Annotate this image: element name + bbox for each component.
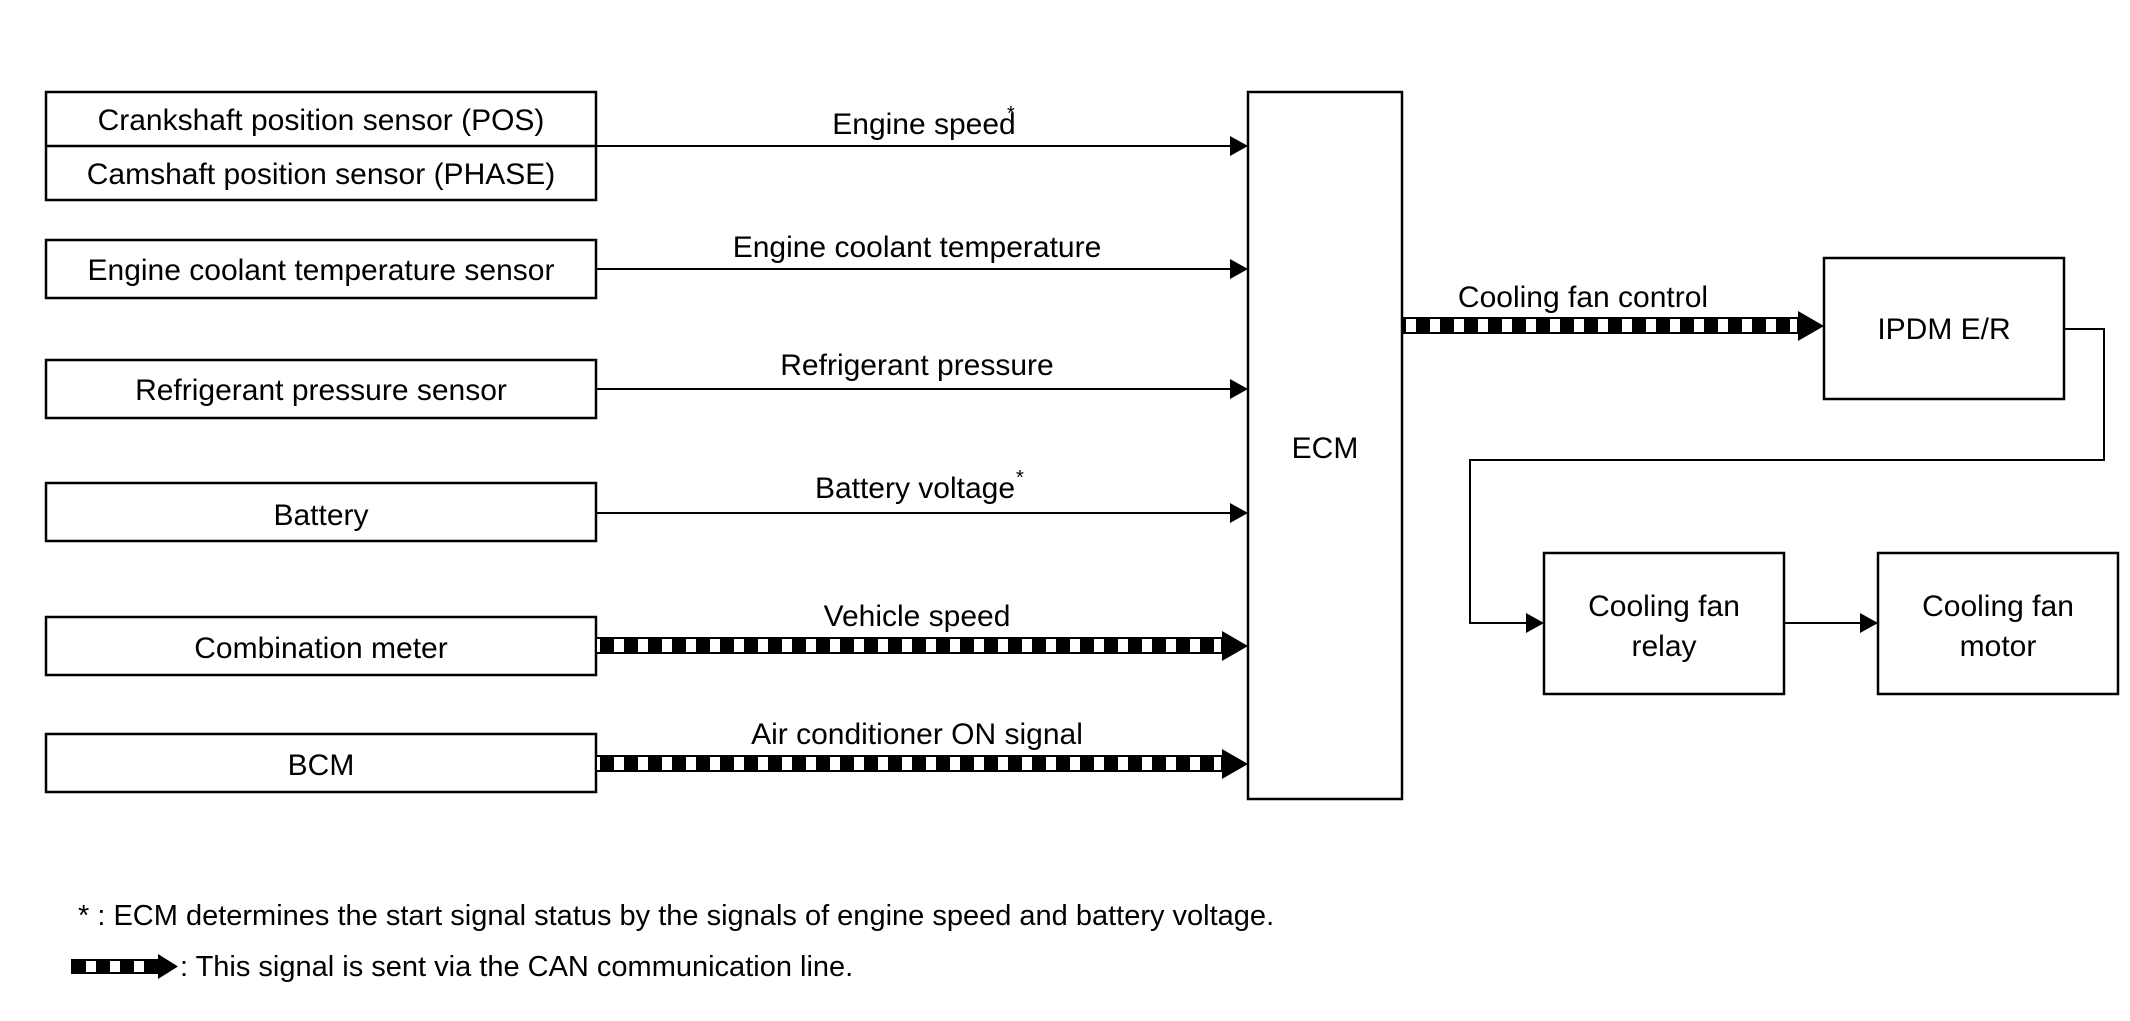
- ecm-box: ECM: [1246, 90, 1404, 801]
- refrigerant-pressure-arrowhead: [1230, 379, 1248, 399]
- battery-voltage-signal: Battery voltage *: [596, 467, 1248, 523]
- crank-cam-sensor-box: Crankshaft position sensor (POS) Camshaf…: [44, 90, 598, 202]
- cooling-fan-control-can-signal: Cooling fan control: [1401, 281, 1824, 341]
- battery-voltage-arrowhead: [1230, 503, 1248, 523]
- coolant-sensor-label: Engine coolant temperature sensor: [88, 254, 555, 287]
- cooling-fan-control-arrowhead: [1798, 311, 1824, 341]
- refrigerant-pressure-signal: Refrigerant pressure: [596, 349, 1248, 399]
- vehicle-speed-label: Vehicle speed: [824, 600, 1011, 633]
- air-conditioner-arrowhead: [1222, 749, 1248, 779]
- battery-voltage-asterisk: *: [1016, 467, 1024, 489]
- can-note: : This signal is sent via the CAN commun…: [180, 951, 853, 983]
- ipdm-to-relay-connector: [1469, 328, 2105, 633]
- vehicle-speed-can-signal: Vehicle speed: [595, 600, 1248, 661]
- engine-speed-signal: Engine speed *: [596, 103, 1248, 156]
- can-legend-symbol: [71, 959, 161, 974]
- engine-speed-asterisk: *: [1007, 103, 1015, 125]
- cooling-fan-motor-label-line2: motor: [1960, 630, 2037, 663]
- battery-box: Battery: [44, 481, 598, 543]
- refrigerant-sensor-box: Refrigerant pressure sensor: [44, 358, 598, 420]
- cooling-fan-relay-label-line1: Cooling fan: [1588, 590, 1740, 623]
- ipdm-box: IPDM E/R: [1822, 256, 2066, 401]
- air-conditioner-can-signal: Air conditioner ON signal: [595, 718, 1248, 779]
- cooling-fan-control-label: Cooling fan control: [1458, 281, 1708, 314]
- coolant-temperature-arrowhead: [1230, 259, 1248, 279]
- can-legend: : This signal is sent via the CAN commun…: [71, 951, 853, 983]
- vehicle-speed-arrowhead: [1222, 631, 1248, 661]
- ipdm-label: IPDM E/R: [1877, 313, 2010, 346]
- asterisk-note: * : ECM determines the start signal stat…: [78, 900, 1274, 932]
- battery-label: Battery: [273, 499, 368, 532]
- battery-voltage-label: Battery voltage: [815, 472, 1015, 505]
- combination-meter-label: Combination meter: [194, 632, 447, 665]
- bcm-label: BCM: [288, 749, 355, 782]
- relay-to-motor-connector: [1784, 613, 1878, 633]
- cooling-fan-motor-label-line1: Cooling fan: [1922, 590, 2074, 623]
- motor-input-arrowhead: [1860, 613, 1878, 633]
- crankshaft-sensor-label: Crankshaft position sensor (POS): [98, 104, 545, 137]
- coolant-temperature-signal: Engine coolant temperature: [596, 231, 1248, 279]
- engine-speed-label: Engine speed: [832, 108, 1016, 141]
- cooling-fan-relay-label-line2: relay: [1631, 630, 1696, 663]
- cooling-fan-relay-box: Cooling fan relay: [1542, 551, 1786, 696]
- refrigerant-pressure-label: Refrigerant pressure: [780, 349, 1053, 382]
- coolant-sensor-box: Engine coolant temperature sensor: [44, 238, 598, 300]
- engine-speed-arrowhead: [1230, 136, 1248, 156]
- coolant-temperature-label: Engine coolant temperature: [733, 231, 1102, 264]
- combination-meter-box: Combination meter: [44, 615, 598, 677]
- camshaft-sensor-label: Camshaft position sensor (PHASE): [87, 158, 556, 191]
- can-legend-arrowhead: [158, 954, 178, 979]
- cooling-fan-motor-box: Cooling fan motor: [1876, 551, 2120, 696]
- refrigerant-sensor-label: Refrigerant pressure sensor: [135, 374, 507, 407]
- air-conditioner-label: Air conditioner ON signal: [751, 718, 1083, 751]
- relay-input-arrowhead: [1526, 613, 1544, 633]
- bcm-box: BCM: [44, 732, 598, 794]
- ecm-label: ECM: [1292, 432, 1359, 465]
